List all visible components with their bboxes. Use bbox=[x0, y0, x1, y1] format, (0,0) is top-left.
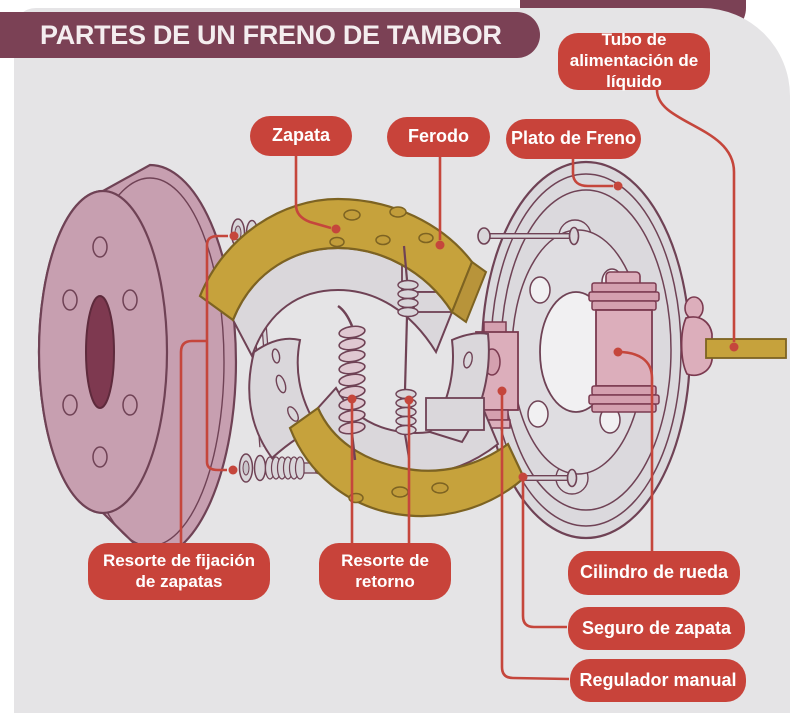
label-resorte-retorno: Resorte de retorno bbox=[319, 543, 451, 600]
leader-lines bbox=[179, 89, 739, 681]
wheel-cylinder bbox=[588, 271, 660, 413]
label-plato-freno: Plato de Freno bbox=[506, 119, 641, 159]
label-resorte-fijacion: Resorte de fijación de zapatas bbox=[88, 543, 270, 600]
page-title: PARTES DE UN FRENO DE TAMBOR bbox=[40, 19, 502, 50]
brake-shoes bbox=[198, 197, 526, 518]
label-zapata: Zapata bbox=[250, 116, 352, 156]
backing-plate bbox=[475, 160, 787, 540]
label-seguro-zapata: Seguro de zapata bbox=[568, 607, 745, 650]
title-banner: PARTES DE UN FRENO DE TAMBOR bbox=[0, 12, 540, 58]
label-regulador-manual: Regulador manual bbox=[570, 659, 746, 702]
label-tubo-alimentacion: Tubo de alimentación de líquido bbox=[558, 30, 710, 91]
leader-dots bbox=[228, 181, 739, 482]
fluid-line-fitting bbox=[680, 296, 787, 377]
label-cilindro-rueda: Cilindro de rueda bbox=[568, 551, 740, 595]
ferodo-lining-top bbox=[198, 197, 488, 324]
label-ferodo: Ferodo bbox=[387, 117, 490, 157]
bottom-pin-spring bbox=[238, 453, 322, 483]
